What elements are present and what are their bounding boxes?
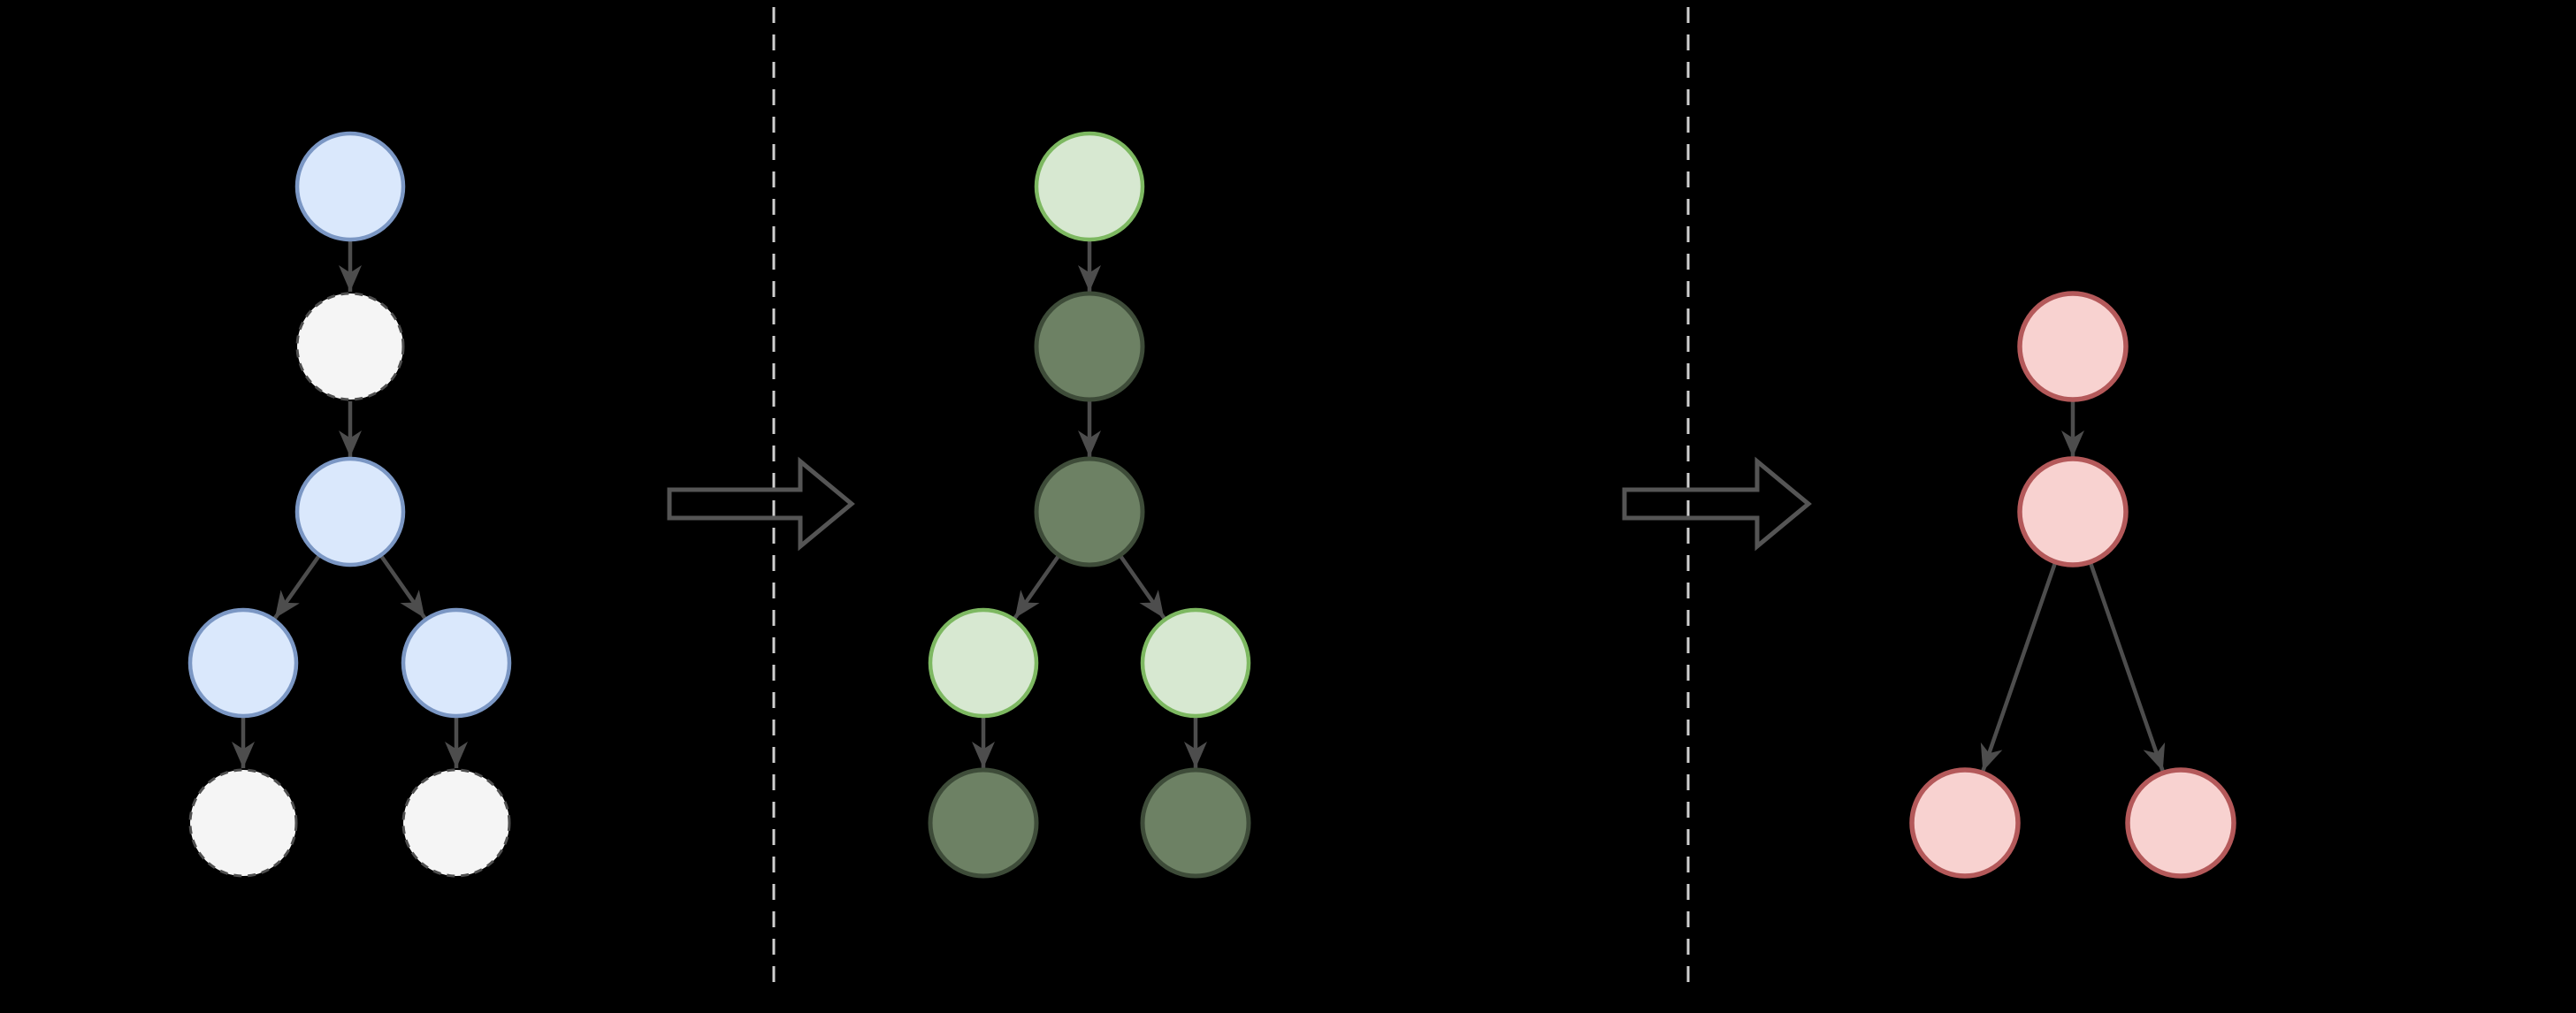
tree-node-blue <box>401 607 512 719</box>
tree-node-green-dark <box>1034 456 1145 567</box>
tree-node-blue <box>187 607 299 719</box>
edge-arrow-m3-m5 <box>1119 555 1166 620</box>
tree-original <box>187 131 512 878</box>
tree-node-green-dark <box>1034 291 1145 402</box>
edge-arrow-n3-n4 <box>272 555 321 620</box>
tree-node-white-dashed <box>295 292 405 401</box>
tree-node-green-light <box>1034 131 1145 242</box>
edge-arrow-p2-p3 <box>1980 562 2057 773</box>
tree-node-pink <box>2017 456 2129 567</box>
transform-arrow-icon-1 <box>667 456 855 552</box>
tree-node-blue <box>294 131 406 242</box>
edge-arrow-p2-p4 <box>2089 562 2166 773</box>
edge-arrow-n3-n5 <box>379 555 427 620</box>
tree-node-green-dark <box>1140 767 1251 879</box>
edge-arrow-m3-m4 <box>1013 555 1060 620</box>
tree-marked <box>928 131 1251 879</box>
tree-node-green-dark <box>928 767 1039 879</box>
tree-node-pink <box>2125 767 2236 879</box>
tree-node-pink <box>1909 767 2021 879</box>
tree-node-blue <box>294 456 406 567</box>
tree-pruned <box>1909 291 2236 879</box>
transform-arrow-icon-2 <box>1622 456 1812 552</box>
tree-node-green-light <box>928 607 1039 719</box>
tree-node-white-dashed <box>188 768 298 878</box>
tree-node-white-dashed <box>401 768 511 878</box>
tree-node-green-light <box>1140 607 1251 719</box>
tree-node-pink <box>2017 291 2129 402</box>
